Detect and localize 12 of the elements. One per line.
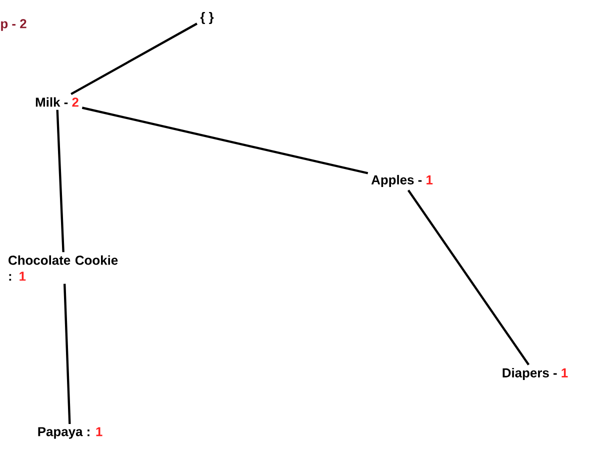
tree-line xyxy=(82,106,368,174)
tree-line xyxy=(56,110,64,252)
node-label: { } xyxy=(200,12,214,24)
tree-line xyxy=(407,190,530,366)
tree-line xyxy=(70,22,198,96)
node-label: Apples - 1 xyxy=(371,174,433,188)
node-label: Milk - 2 xyxy=(36,97,78,107)
item-count: p - 2 xyxy=(1,19,26,31)
node-label: Papaya : 1 xyxy=(38,427,102,439)
node-label: Diapers - 1 xyxy=(502,368,568,380)
node-label: Chocolate Cookie : 1 xyxy=(8,255,118,281)
tree-line xyxy=(63,284,71,424)
